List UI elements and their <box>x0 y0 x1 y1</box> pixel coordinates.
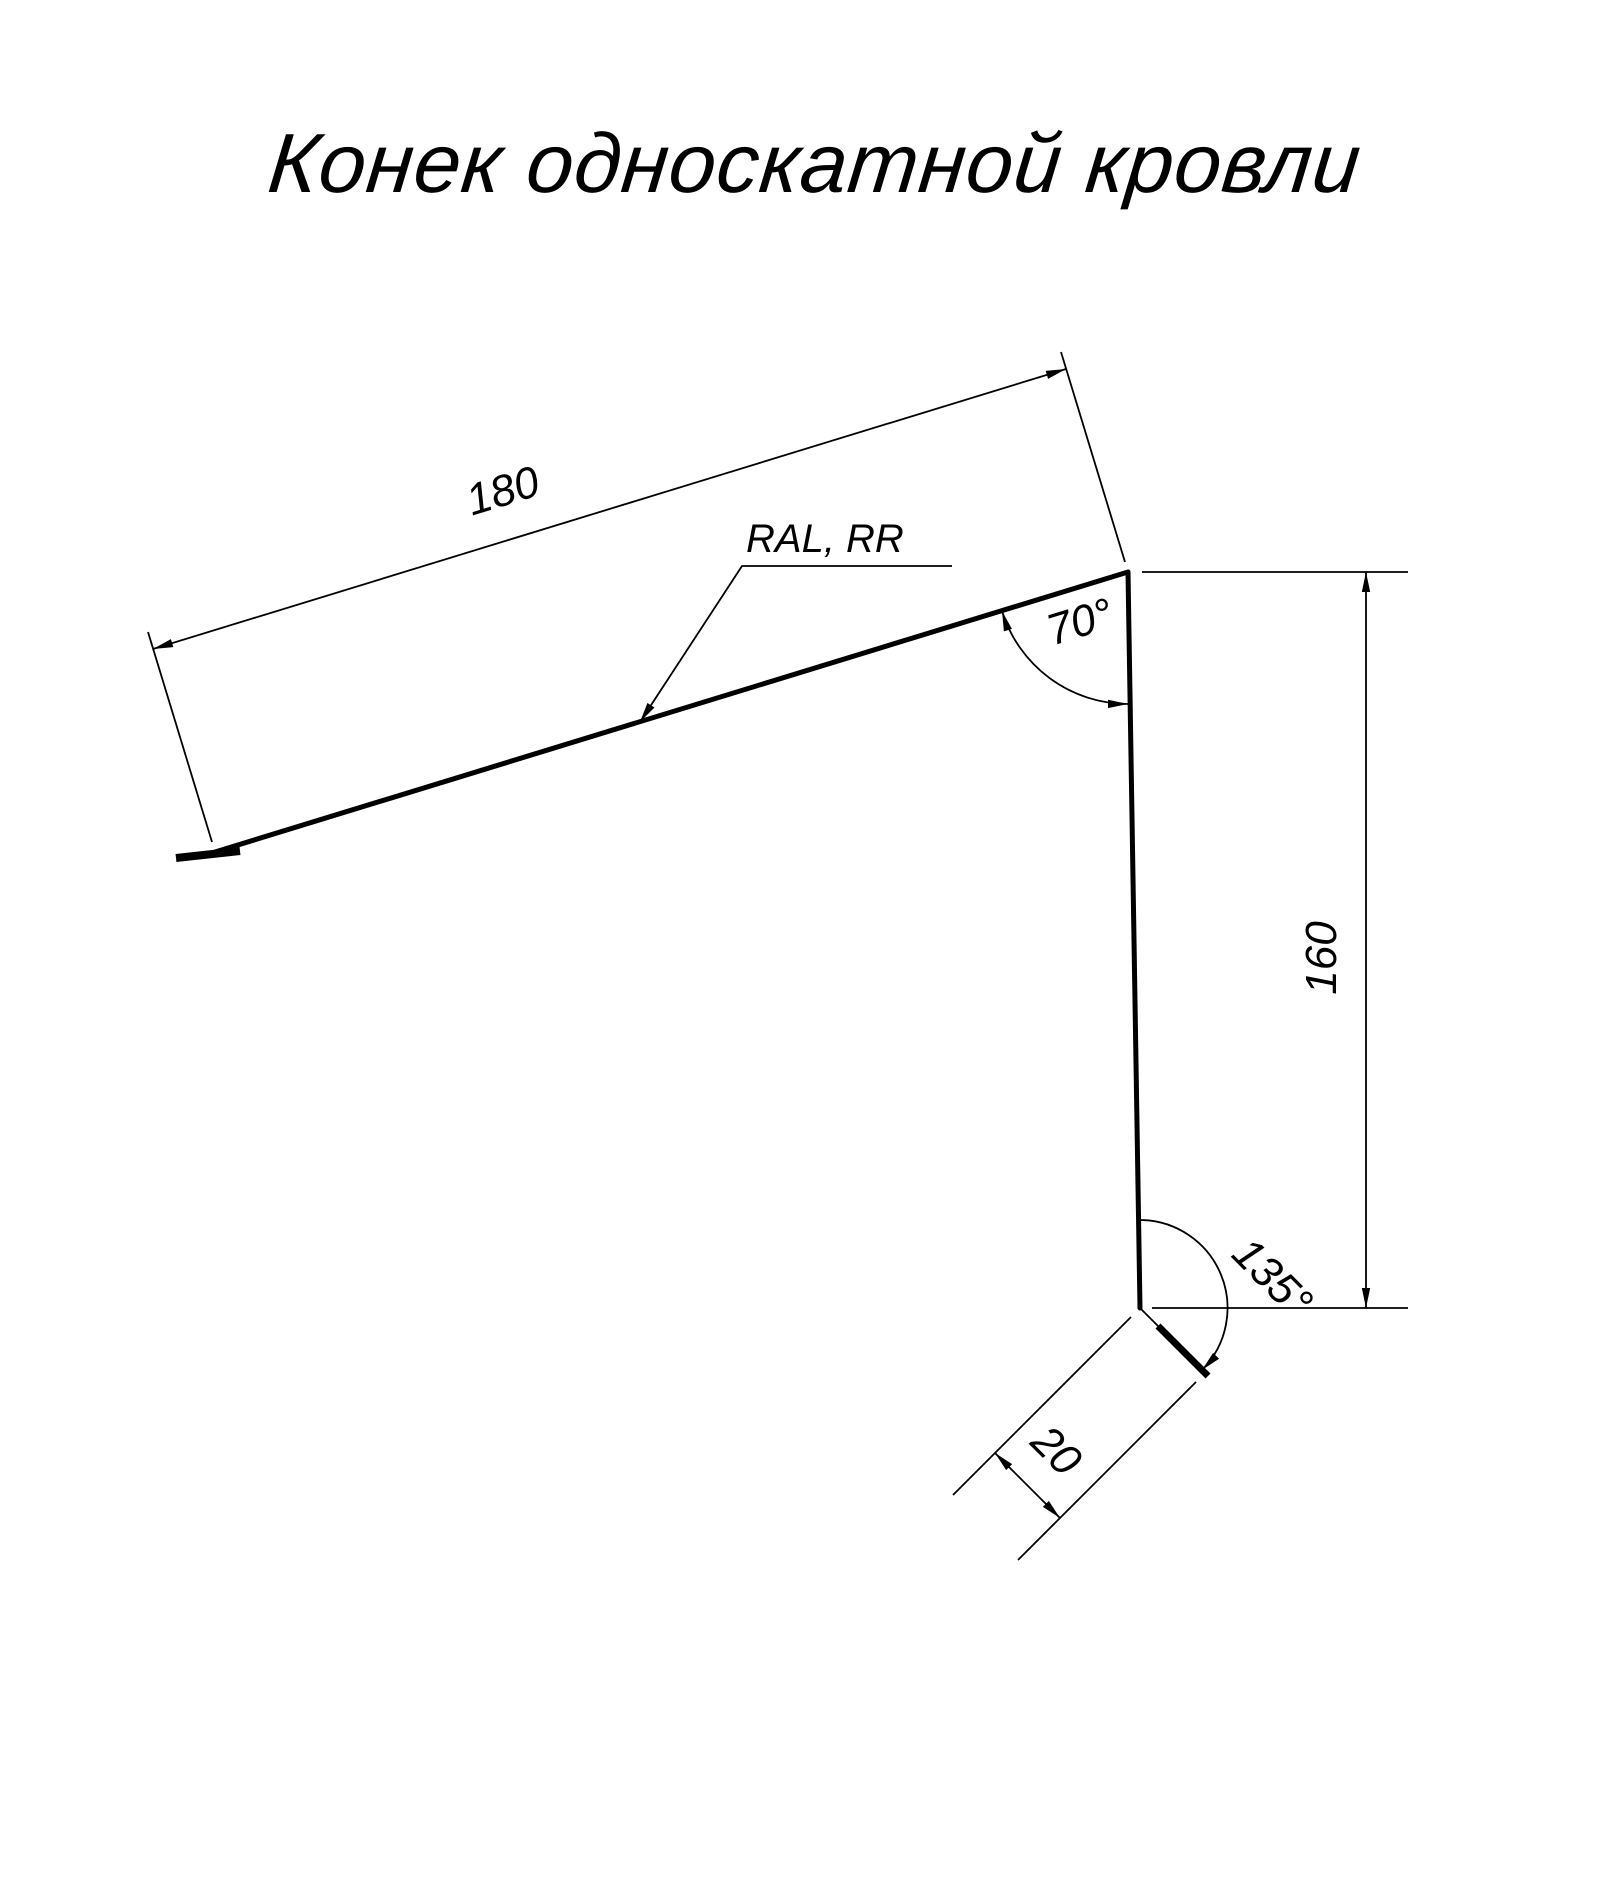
dimension-web-height: 160 <box>1142 571 1408 1309</box>
extension-line <box>147 631 213 843</box>
coating-label: RAL, RR <box>746 517 904 561</box>
extension-line <box>1017 1381 1197 1561</box>
dimension-flange-length: 180 <box>147 351 1126 843</box>
dimension-value-160: 160 <box>1297 921 1346 995</box>
angle-value-135: 135° <box>1223 1228 1322 1327</box>
profile-top-flange <box>212 569 1131 855</box>
angle-arc <box>1139 1219 1229 1371</box>
angle-arc <box>1001 610 1129 709</box>
ridge-profile-outline <box>175 569 1211 1379</box>
extension-line <box>952 1316 1132 1496</box>
page-title: Конек односкатной кровли <box>264 116 1366 210</box>
profile-bottom-hem-edge <box>1155 1323 1211 1379</box>
angle-value-70: 70° <box>1041 589 1119 655</box>
leader-line <box>639 565 952 723</box>
profile-left-hem-edge <box>175 847 241 862</box>
dimension-value-180: 180 <box>460 457 545 525</box>
dimension-value-20: 20 <box>1021 1415 1091 1485</box>
extension-line <box>1060 351 1126 563</box>
dimension-line <box>152 368 1067 650</box>
profile-vertical-web <box>1125 569 1143 1311</box>
dimension-hem-length: 20 <box>952 1316 1197 1561</box>
dimension-line <box>994 1452 1061 1519</box>
dimension-hem-angle: 135° <box>1139 1219 1322 1371</box>
coating-leader: RAL, RR <box>639 517 952 723</box>
